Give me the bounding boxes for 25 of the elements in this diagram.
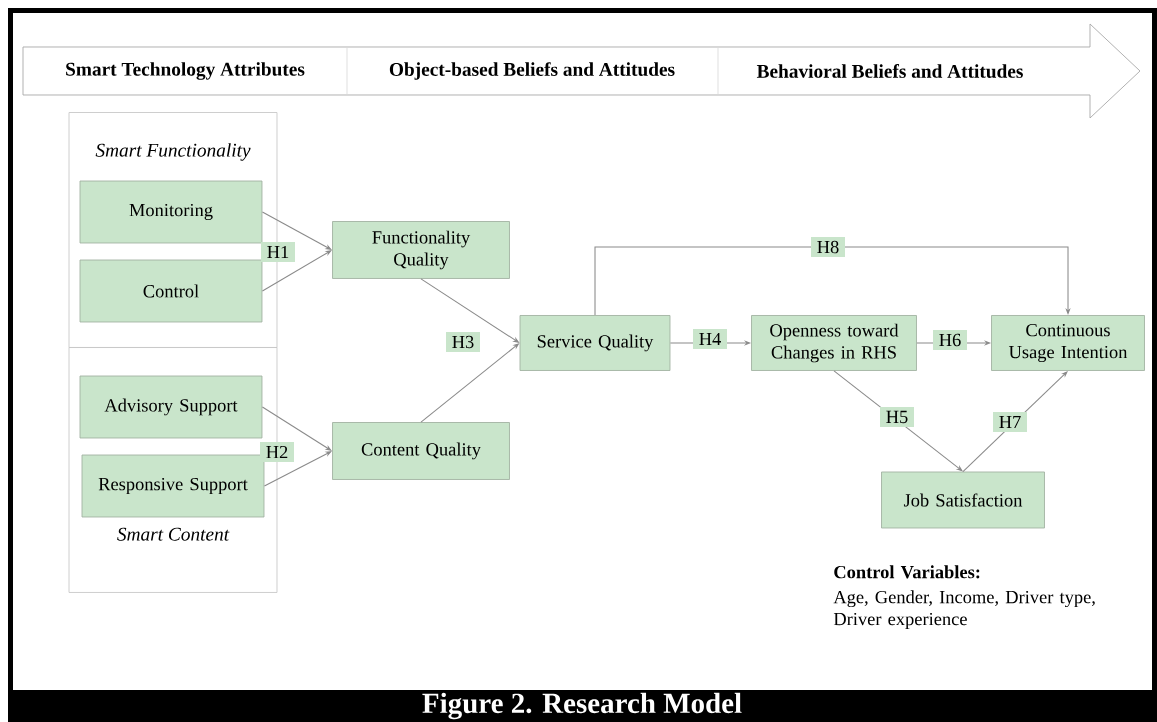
stage-label: Smart Technology Attributes — [66, 62, 305, 80]
note-text: Age, Gender, Income, Driver type, Driver experience — [833, 590, 1095, 629]
construct-box: Control — [79, 259, 263, 323]
stage-label: Behavioral Beliefs and Attitudes — [756, 64, 1023, 78]
note-text: Control Variables: — [834, 565, 980, 579]
edge-label: H1 — [261, 242, 295, 262]
edge-label: H6 — [933, 330, 967, 350]
construct-box: Content Quality — [332, 422, 510, 480]
construct-box: Monitoring — [79, 180, 263, 244]
edge-label: H2 — [260, 442, 294, 462]
edge-label: H4 — [693, 329, 727, 349]
edge-label: H3 — [446, 332, 480, 352]
arrow — [594, 246, 1071, 316]
construct-box: Job Satisfaction — [881, 471, 1045, 529]
construct-box: Functionality Quality — [332, 221, 510, 279]
edge-label: H8 — [811, 237, 845, 257]
edge-label: H5 — [880, 407, 914, 427]
construct-box: Responsive Support — [81, 454, 265, 518]
construct-box: Continuous Usage Intention — [991, 315, 1145, 371]
caption-band: Figure 2. Research Model — [8, 690, 1157, 722]
edge-label: H7 — [993, 412, 1027, 432]
construct-box: Openness toward Changes in RHS — [751, 315, 917, 371]
construct-box: Service Quality — [519, 315, 671, 371]
construct-box: Advisory Support — [79, 375, 263, 439]
stage-label: Object-based Beliefs and Attitudes — [389, 62, 675, 80]
